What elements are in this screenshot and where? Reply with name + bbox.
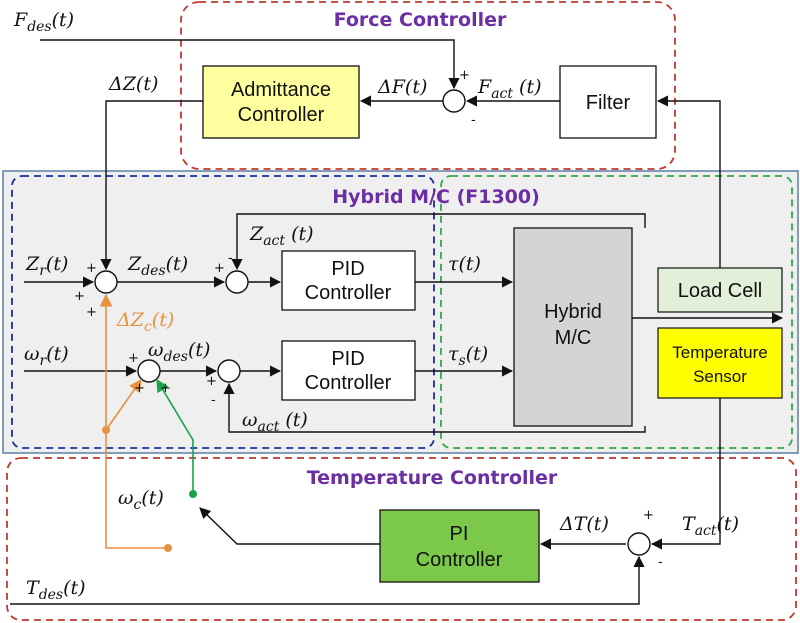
label-omega-r: ωr(t) xyxy=(24,343,69,369)
label-t-des: Tdes(t) xyxy=(26,577,86,603)
sign-omega-plus-lower: + xyxy=(134,381,145,396)
label-delta-zc: ΔZc(t) xyxy=(116,309,174,335)
svg-text:PI: PI xyxy=(450,523,469,545)
label-omega-des: ωdes(t) xyxy=(148,339,210,365)
omega-pid-sum-junction xyxy=(217,359,241,383)
label-f-act: Fact (t) xyxy=(477,76,542,102)
svg-text:Load Cell: Load Cell xyxy=(678,280,763,302)
sign-z-plus-lower: + xyxy=(86,305,97,320)
sign-z-plus-bottom: + xyxy=(74,289,85,304)
label-delta-f: ΔF(t) xyxy=(377,76,427,98)
pid-controller-bottom-block: PID Controller xyxy=(281,340,416,401)
force-sum-junction xyxy=(442,89,466,113)
force-controller-region xyxy=(180,1,676,170)
svg-text:Hybrid: Hybrid xyxy=(544,301,602,323)
hybrid-mc-block: Hybrid M/C xyxy=(513,227,633,427)
load-cell-block: Load Cell xyxy=(657,267,783,313)
label-f-des: Fdes(t) xyxy=(13,9,74,35)
label-tau-s: τs(t) xyxy=(448,343,488,369)
svg-text:PID: PID xyxy=(331,348,364,370)
signal-wires xyxy=(10,39,784,605)
sign-zpid-minus: - xyxy=(228,251,233,266)
sign-omegapid-minus: - xyxy=(211,393,216,408)
pid-region-blue xyxy=(11,175,435,449)
sign-zpid-plus: + xyxy=(214,261,225,276)
admittance-controller-block: Admittance Controller xyxy=(202,65,360,139)
label-t-act: Tact(t) xyxy=(682,513,739,539)
force-controller-title: Force Controller xyxy=(334,9,507,31)
green-switch-dot xyxy=(189,490,197,498)
sign-omega-plus-left: + xyxy=(128,351,139,366)
label-omega-act: ωact (t) xyxy=(242,409,308,435)
label-omega-c: ωc(t) xyxy=(118,487,164,513)
sign-temp-plus: + xyxy=(643,508,654,523)
hybrid-title: Hybrid M/C (F1300) xyxy=(332,186,540,208)
temperature-controller-title: Temperature Controller xyxy=(307,467,558,489)
svg-text:Controller: Controller xyxy=(416,549,503,571)
sign-force-plus: + xyxy=(459,68,470,83)
label-delta-t: ΔT(t) xyxy=(559,513,609,535)
pi-controller-block: PI Controller xyxy=(379,509,540,583)
svg-text:PID: PID xyxy=(331,258,364,280)
omega-c-signal-path xyxy=(156,378,197,498)
svg-text:Controller: Controller xyxy=(305,282,392,304)
svg-text:Fdes(t): Fdes(t) xyxy=(13,9,74,35)
label-delta-z: ΔZ(t) xyxy=(108,73,158,95)
sign-temp-minus: - xyxy=(658,555,663,570)
z-pid-sum-junction xyxy=(225,270,249,294)
orange-junction-dot xyxy=(102,426,110,434)
svg-text:Temperature: Temperature xyxy=(672,343,767,362)
temperature-controller-region xyxy=(6,457,797,621)
label-z-r: Zr(t) xyxy=(25,253,68,279)
sign-force-minus: - xyxy=(471,113,476,128)
sign-omega-plus-right: + xyxy=(160,381,171,396)
pid-controller-top-block: PID Controller xyxy=(281,250,416,311)
z-sum-junction xyxy=(94,270,118,294)
orange-end-dot xyxy=(164,544,172,552)
sign-omegapid-plus: + xyxy=(206,374,217,389)
svg-text:Admittance: Admittance xyxy=(231,79,331,101)
svg-text:Controller: Controller xyxy=(305,372,392,394)
plant-region-green xyxy=(440,175,793,449)
temperature-sensor-block: Temperature Sensor xyxy=(657,327,783,399)
label-z-act: Zact (t) xyxy=(249,223,314,249)
svg-text:Controller: Controller xyxy=(238,104,325,126)
svg-text:Sensor: Sensor xyxy=(693,367,747,386)
svg-text:M/C: M/C xyxy=(555,327,592,349)
sign-z-plus-left: + xyxy=(86,261,97,276)
filter-block: Filter xyxy=(559,65,657,139)
delta-zc-signal-path xyxy=(99,293,172,552)
temp-sum-junction xyxy=(627,532,651,556)
label-tau: τ(t) xyxy=(448,253,481,275)
label-z-des: Zdes(t) xyxy=(127,253,188,279)
omega-sum-junction xyxy=(137,359,161,383)
svg-text:Filter: Filter xyxy=(586,92,631,114)
